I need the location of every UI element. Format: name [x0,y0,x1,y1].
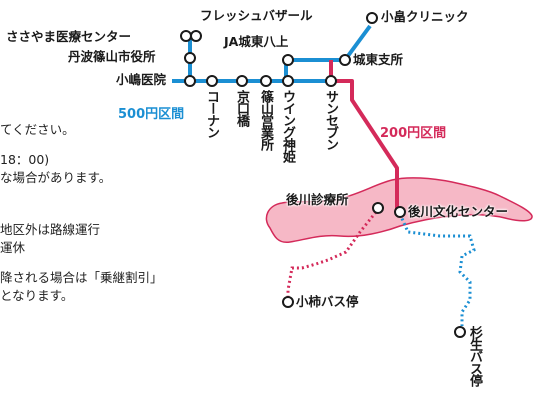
stop-label-sunseven: サンセブン [323,90,338,150]
stop-label-goka-culture: 後川文化センター [408,204,509,219]
stop-label-sugio: 杉生バス停 [467,326,482,386]
note-line-6: 降される場合は「乗継割引」 [0,270,163,285]
stop-label-ja-joto: JA城東八上 [224,34,289,49]
stop-label-ogaki: 小柿バス停 [296,294,359,309]
stop-label-eigyosho: 篠山営業所 [258,90,273,150]
stop-marker-goka-culture[interactable] [394,206,406,218]
stop-label-konan: コーナン [204,90,219,138]
stop-label-city-hall: 丹波篠山市役所 [68,49,156,64]
note-line-4: 地区外は路線運行 [0,222,101,237]
stop-marker-sunseven[interactable] [325,75,337,87]
stop-label-kyoguchi: 京口橋 [234,90,249,126]
stop-marker-sasayama-medical[interactable] [190,30,202,42]
stop-marker-wing[interactable] [282,75,294,87]
zone-500-label: 500円区間 [118,107,185,122]
stop-label-kojima: 小嶋医院 [116,72,167,87]
stop-marker-joto-branch[interactable] [339,54,351,66]
stop-label-goka-clinic: 後川診療所 [286,192,349,207]
stop-marker-obata-clinic[interactable] [366,12,378,24]
stop-marker-fresh-bazaar[interactable] [180,30,192,42]
note-line-2: 18：00) [0,152,50,167]
dotted-line-ogaki [286,211,378,300]
zone-200-label: 200円区間 [380,126,447,141]
stop-marker-kyoguchi[interactable] [236,75,248,87]
stop-marker-konan[interactable] [206,75,218,87]
stop-label-wing: ウイング神姫 [280,90,295,162]
stop-marker-eigyosho[interactable] [260,75,272,87]
note-line-1: てください。 [0,122,75,137]
note-line-7: となります。 [0,288,74,303]
note-line-3: な場合があります。 [0,170,112,185]
stop-label-fresh-bazaar: フレッシュバザール [200,8,313,23]
stop-label-joto-branch: 城東支所 [353,52,404,67]
stop-label-obata-clinic: 小畠クリニック [381,9,469,24]
stop-marker-goka-clinic[interactable] [372,202,384,214]
stop-marker-ogaki[interactable] [282,296,294,308]
stop-label-sasayama-medical: ささやま医療センター [6,29,132,44]
stop-marker-ja-joto[interactable] [282,54,294,66]
dotted-line-sugio [398,213,476,326]
stop-marker-sugio[interactable] [454,326,466,338]
note-line-5: 運休 [0,240,26,255]
stop-marker-kojima[interactable] [184,75,196,87]
stop-marker-city-hall[interactable] [184,52,196,64]
